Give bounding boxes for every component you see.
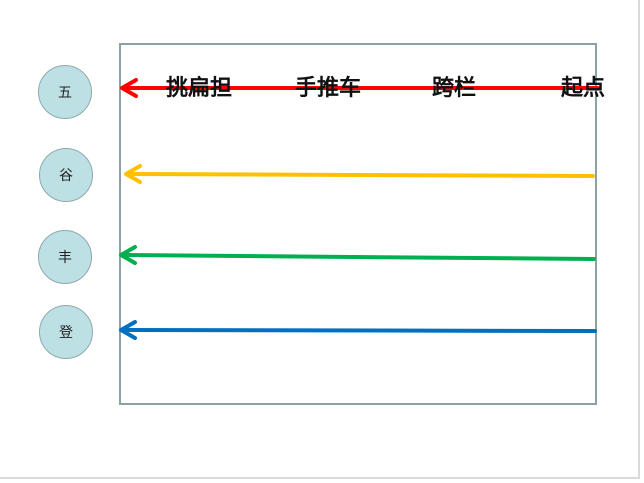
station-label-carrying-pole: 挑扁担	[166, 75, 233, 101]
arrow-green-shaft	[121, 253, 596, 261]
team-circle-feng: 丰	[38, 230, 92, 284]
arrow-blue-shaft	[121, 328, 597, 333]
station-label-wheelbarrow: 手推车	[295, 75, 362, 101]
arrow-yellow	[124, 164, 595, 184]
arrow-yellow-shaft	[126, 172, 595, 178]
team-circle-deng: 登	[39, 305, 93, 359]
team-circle-wu: 五	[38, 65, 92, 119]
station-label-hurdles: 跨栏	[432, 75, 477, 101]
arrow-red-head	[120, 78, 138, 98]
arrow-blue-head	[119, 320, 137, 340]
station-label-start: 起点	[561, 75, 606, 101]
arrow-yellow-head	[124, 164, 142, 184]
arrow-green-head	[119, 245, 137, 265]
arrow-red	[120, 78, 600, 98]
team-circle-gu: 谷	[39, 148, 93, 202]
race-field	[119, 43, 597, 405]
arrow-green	[119, 245, 596, 265]
arrow-blue	[119, 320, 597, 340]
